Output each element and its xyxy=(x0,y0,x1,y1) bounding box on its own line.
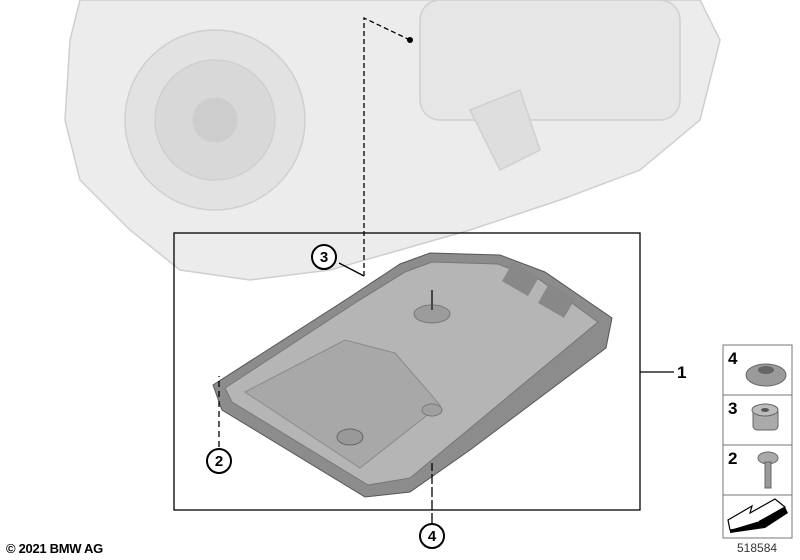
callout-2[interactable]: 2 xyxy=(206,448,232,474)
diagram-number: 518584 xyxy=(737,541,778,555)
callout-4[interactable]: 4 xyxy=(419,523,445,549)
callout-1[interactable]: 1 xyxy=(677,363,687,382)
legend-number-3: 3 xyxy=(728,399,738,418)
callout-3[interactable]: 3 xyxy=(311,244,337,270)
copyright: © 2021 BMW AG xyxy=(6,541,103,556)
oil-drain-plug-icon xyxy=(745,363,787,387)
filler-plug-icon xyxy=(751,403,779,431)
bolt-icon xyxy=(757,451,779,489)
oil-pan-illustration xyxy=(212,252,613,498)
transmission-illustration xyxy=(64,0,721,281)
leader-lines xyxy=(218,16,433,523)
parts-legend xyxy=(722,344,793,539)
legend-number-4: 4 xyxy=(728,349,738,368)
arrow-icon xyxy=(727,498,788,533)
legend-number-2: 2 xyxy=(728,449,738,468)
